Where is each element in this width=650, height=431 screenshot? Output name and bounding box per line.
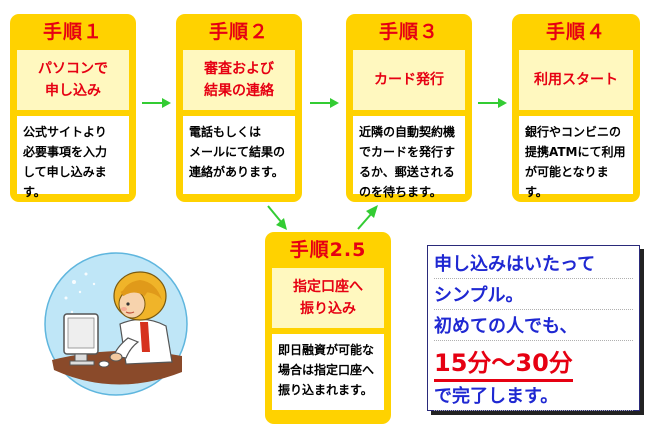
step-3-description-line: 近隣の自動契約機 [359,125,456,139]
step-2-5-subtitle: 指定口座へ 振り込み [272,268,384,328]
step-3-card: 手順３ カード発行 近隣の自動契約機 でカードを発行す るか、郵送される のを待… [346,14,472,202]
step-4-description-line: 提携ATMにて利用 [525,145,626,159]
arrow-right-icon [310,98,339,108]
step-2-5-subtitle-line: 振り込み [300,301,356,317]
step-2-description: 電話もしくは メールにて結果の 連絡があります。 [183,116,295,194]
step-2-title: 手順２ [208,21,269,43]
step-2-subtitle: 審査および 結果の連絡 [183,50,295,110]
summary-line: で完了します。 [434,384,633,411]
step-1-description: 公式サイトより 必要事項を入力 して申し込みます。 [17,116,129,199]
step-2-5-title: 手順2.5 [289,239,367,261]
step-2-description-line: 電話もしくは [189,125,262,139]
step-3-description-line: るか、郵送される [359,165,455,179]
summary-highlight: 15分～30分 [434,347,573,382]
step-2-5-card: 手順2.5 指定口座へ 振り込み 即日融資が可能な 場合は指定口座へ 振り込まれ… [265,232,391,424]
step-1-subtitle: パソコンで 申し込み [17,50,129,110]
step-2-5-description-line: 即日融資が可能な [278,343,375,357]
step-2-5-description-line: 場合は指定口座へ [278,363,375,377]
summary-box: 申し込みはいたって シンプル。 初めての人でも、 15分～30分 で完了します。 [427,245,640,411]
step-2-card: 手順２ 審査および 結果の連絡 電話もしくは メールにて結果の 連絡があります。 [176,14,302,202]
arrow-right-icon [478,98,507,108]
summary-line: 申し込みはいたって [434,252,633,279]
summary-line: 初めての人でも、 [434,314,633,341]
step-2-description-line: メールにて結果の [189,145,286,159]
step-3-description: 近隣の自動契約機 でカードを発行す るか、郵送される のを待ちます。 [353,116,465,199]
step-4-subtitle: 利用スタート [519,50,633,110]
step-3-title: 手順３ [378,21,439,43]
step-4-description-line: 銀行やコンビニの [525,125,622,139]
arrow-up-right-icon [357,205,378,230]
step-1-description-line: して申し込みます。 [23,165,107,199]
step-2-description-line: 連絡があります。 [189,165,284,179]
step-1-card: 手順１ パソコンで 申し込み 公式サイトより 必要事項を入力 して申し込みます。 [10,14,136,202]
step-1-subtitle-line: パソコンで [38,61,108,77]
step-2-subtitle-line: 結果の連絡 [204,83,274,99]
step-2-subtitle-line: 審査および [204,61,274,77]
step-4-description: 銀行やコンビニの 提携ATMにて利用 が可能となります。 [519,116,633,199]
step-2-5-description-line: 振り込まれます。 [278,383,373,397]
step-1-description-line: 公式サイトより [23,125,107,139]
arrow-down-right-icon [267,205,287,230]
step-4-subtitle-line: 利用スタート [534,72,618,88]
step-2-5-description: 即日融資が可能な 場合は指定口座へ 振り込まれます。 [272,334,384,410]
step-1-title: 手順１ [42,21,103,43]
step-1-subtitle-line: 申し込み [45,83,101,99]
woman-at-computer-illustration [44,252,188,396]
step-4-description-line: が可能となります。 [525,165,609,199]
step-4-title: 手順４ [545,21,606,43]
step-4-card: 手順４ 利用スタート 銀行やコンビニの 提携ATMにて利用 が可能となります。 [512,14,640,202]
step-3-description-line: でカードを発行す [359,145,456,159]
step-3-description-line: のを待ちます。 [359,185,442,199]
summary-line: シンプル。 [434,283,633,310]
step-3-subtitle: カード発行 [353,50,465,110]
step-1-description-line: 必要事項を入力 [23,145,108,159]
arrow-right-icon [142,98,171,108]
step-3-subtitle-line: カード発行 [374,72,444,88]
step-2-5-subtitle-line: 指定口座へ [293,279,363,295]
